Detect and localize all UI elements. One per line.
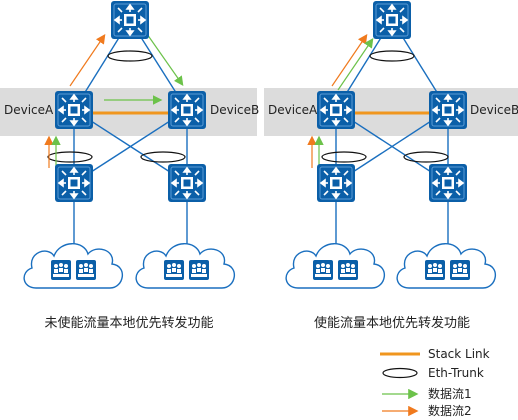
legend-flow2-label: 数据流2: [428, 403, 472, 418]
legend-eth-trunk-label: Eth-Trunk: [428, 366, 484, 380]
left-caption: 未使能流量本地优先转发功能: [44, 315, 213, 331]
eth-trunk-b-left: [140, 151, 186, 163]
switch-icon: [54, 163, 94, 203]
switch-icon: [167, 163, 207, 203]
device-b-label: DeviceB: [210, 103, 259, 117]
legend-eth-trunk-swatch: [382, 367, 418, 379]
flow1-arrow-down-left: [146, 33, 184, 86]
user-group-icon: [425, 260, 445, 280]
flow2-arrow-up-right: [331, 34, 368, 87]
legend-stack-link-label: Stack Link: [428, 347, 490, 361]
legend: Stack Link Eth-Trunk 数据流1 数据流2: [380, 347, 490, 418]
right-panel: DeviceA DeviceB 使能流量本地优先转发功能: [268, 0, 518, 331]
device-a-label: DeviceA: [268, 103, 318, 117]
device-b-label: DeviceB: [470, 103, 518, 117]
left-panel: DeviceA DeviceB 未使能流量本地优先转发功能: [4, 0, 259, 331]
cloud-icon: [23, 243, 124, 289]
switch-icon: [316, 90, 356, 130]
flow1-arrow-up-right: [337, 38, 374, 91]
eth-trunk-b-right: [403, 151, 449, 163]
switch-icon: [167, 90, 207, 130]
cloud-icon: [396, 243, 497, 289]
user-group-icon: [76, 260, 96, 280]
eth-trunk-a-right: [321, 151, 367, 163]
switch-icon: [428, 163, 468, 203]
eth-trunk-top-left: [107, 50, 153, 62]
eth-trunk-top-right: [369, 50, 415, 62]
device-a-label: DeviceA: [4, 103, 54, 117]
legend-flow1-label: 数据流1: [428, 386, 472, 401]
user-group-icon: [164, 260, 184, 280]
user-group-icon: [313, 260, 333, 280]
user-group-icon: [189, 260, 209, 280]
right-caption: 使能流量本地优先转发功能: [314, 315, 470, 331]
flow2-arrow-up-left: [69, 34, 106, 87]
user-group-icon: [338, 260, 358, 280]
user-group-icon: [51, 260, 71, 280]
cloud-icon: [135, 243, 236, 289]
user-group-icon: [450, 260, 470, 280]
switch-icon: [372, 0, 412, 40]
switch-icon: [54, 90, 94, 130]
cloud-icon: [285, 243, 386, 289]
switch-icon: [110, 0, 150, 40]
eth-trunk-a-left: [47, 151, 93, 163]
switch-icon: [428, 90, 468, 130]
switch-icon: [316, 163, 356, 203]
